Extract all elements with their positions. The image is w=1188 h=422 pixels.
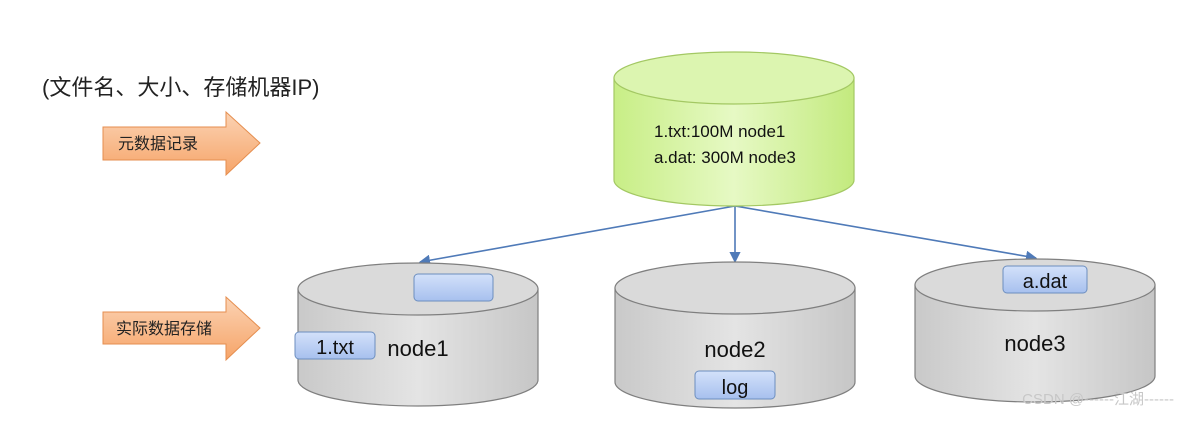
node2-file-block [694, 370, 776, 400]
node1-file-block-2 [413, 273, 494, 302]
node1-cylinder: 1.txt node1 [294, 262, 539, 407]
actual-storage-arrow: 实际数据存储 [102, 295, 261, 362]
metadata-server-cylinder: 1.txt:100M node1 a.dat: 300M node3 [613, 51, 855, 207]
metadata-line-2: a.dat: 300M node3 [654, 148, 796, 167]
node3-cylinder: a.dat node3 [914, 258, 1156, 403]
connector-node3 [734, 205, 1038, 262]
metadata-line-1: 1.txt:100M node1 [654, 122, 785, 141]
metadata-caption: (文件名、大小、存储机器IP) [42, 75, 320, 100]
metadata-record-arrow: 元数据记录 [102, 110, 261, 177]
node2-label: node2 [704, 337, 765, 362]
node2-file-label: log [722, 377, 749, 399]
connector-lines [418, 205, 1038, 266]
node2-cylinder: node2 log [614, 261, 856, 409]
node1-file-block-1 [294, 331, 376, 360]
node3-file-block [1002, 265, 1088, 294]
metadata-record-label: 元数据记录 [118, 135, 198, 153]
watermark: CSDN @------江湖------ [1022, 391, 1174, 408]
node1-file-label: 1.txt [316, 337, 354, 359]
node3-file-label: a.dat [1023, 271, 1068, 293]
actual-storage-label: 实际数据存储 [116, 320, 212, 338]
node3-label: node3 [1004, 331, 1065, 356]
node1-label: node1 [387, 336, 448, 361]
connector-node1 [418, 205, 736, 266]
